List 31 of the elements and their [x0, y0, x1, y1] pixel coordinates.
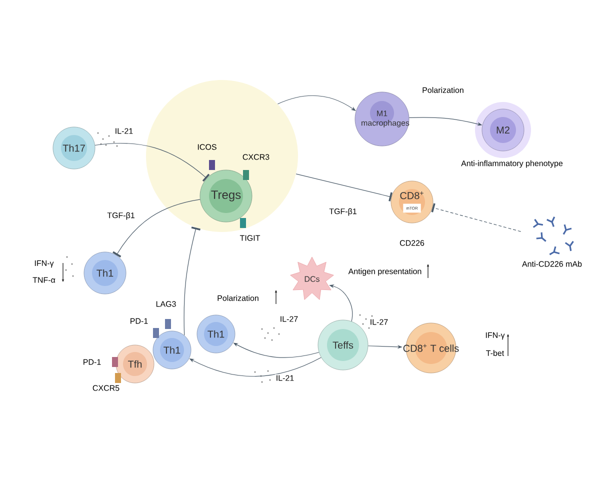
inhibition-line [94, 142, 210, 182]
annotation-text: CD226 [400, 240, 424, 246]
edge-label: IL-21 [276, 375, 294, 381]
macrophage-cell: M1 macrophages [354, 92, 410, 146]
annotation-text: TNF-α [32, 277, 56, 283]
edge-label: IL-27 [280, 316, 298, 322]
annotation-text: Polarization [218, 295, 258, 301]
inhibition-line [112, 199, 200, 258]
inhibition-line [296, 174, 392, 202]
node-text: Anti-CD226 mAb [522, 260, 582, 267]
edge-label: IL-27 [370, 319, 388, 325]
annotation-text: LAG3 [156, 301, 176, 307]
inhibition-line [184, 226, 200, 336]
edge-label: TGF-β1 [329, 208, 356, 216]
annotation-text: PD-1 [130, 318, 148, 324]
macrophage-cell: M2 [475, 102, 531, 158]
annotation-text: CXCR5 [92, 385, 120, 391]
annotation-text: CXCR3 [242, 154, 270, 160]
annotation-text: Anti-inflammatory phenotype [461, 160, 563, 168]
annotation-text: PD-1 [84, 359, 101, 365]
annotation-text: IFN-γ [486, 332, 505, 340]
edge-label: IL-21 [116, 128, 133, 134]
inhibition-line [431, 203, 522, 232]
annotation-text: Antigen presentation [348, 268, 422, 276]
annotation-text: ICOS [198, 144, 216, 150]
annotation-text: T-bet [486, 350, 504, 356]
annotation-text: IFN-γ [34, 260, 54, 268]
annotation-text: TIGIT [240, 235, 260, 241]
dendritic-cell: DCs [290, 256, 334, 300]
edge-label: TGF-β1 [107, 212, 134, 220]
edge-label: Polarization [422, 87, 464, 93]
